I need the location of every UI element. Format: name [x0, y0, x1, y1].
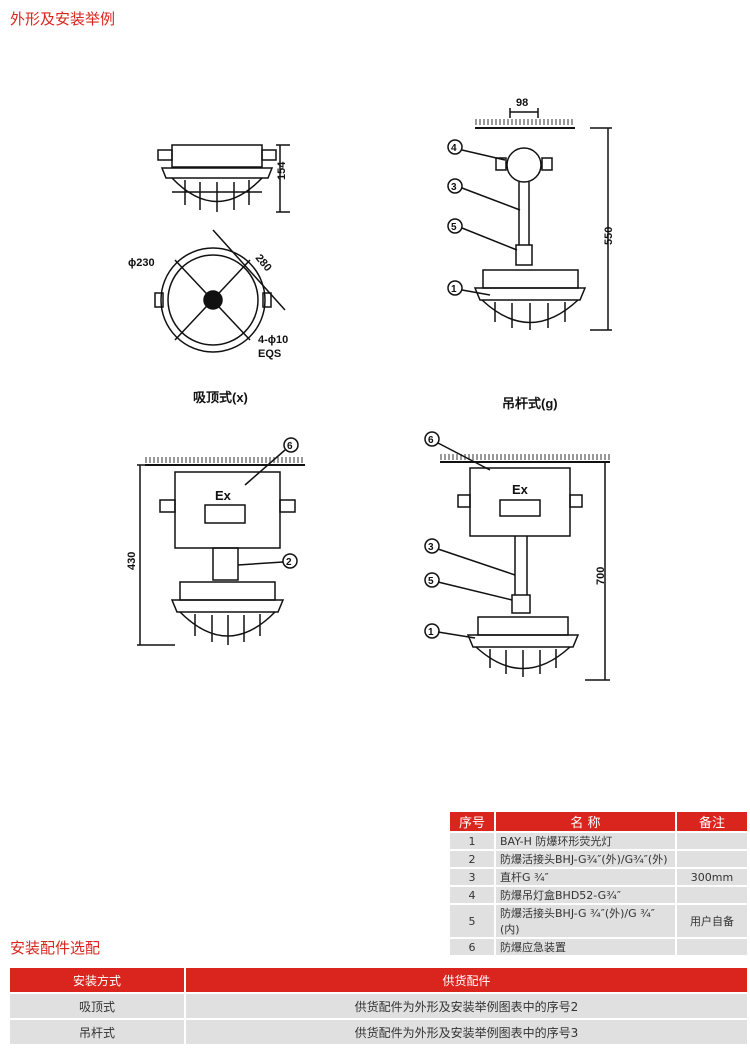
dim-154: 154: [276, 161, 288, 180]
svg-text:4: 4: [451, 143, 457, 154]
svg-text:2: 2: [286, 557, 292, 568]
header-name: 名 称: [496, 812, 675, 831]
dim-phi230: ϕ230: [128, 257, 155, 269]
table-row: 吊杆式供货配件为外形及安装举例图表中的序号3: [10, 1020, 747, 1044]
accessory-table: 安装方式 供货配件 吸顶式供货配件为外形及安装举例图表中的序号2 吊杆式供货配件…: [8, 966, 749, 1046]
rod-pendant-drawing: 98 550 4 3 5 1: [447, 97, 615, 331]
svg-text:6: 6: [287, 441, 293, 452]
svg-text:550: 550: [603, 227, 615, 245]
caption-ceiling-mount: 吸顶式(x): [193, 390, 248, 405]
svg-text:6: 6: [428, 435, 434, 446]
svg-text:Ex: Ex: [215, 488, 232, 503]
svg-text:430: 430: [126, 552, 138, 570]
svg-text:1: 1: [428, 627, 434, 638]
caption-rod-mount: 吊杆式(g): [502, 396, 558, 411]
ceiling-lamp-side-view: 154: [157, 144, 290, 213]
header-no: 序号: [450, 812, 494, 831]
svg-text:Ex: Ex: [512, 482, 529, 497]
eqs-label: EQS: [258, 348, 281, 360]
svg-text:98: 98: [516, 97, 528, 109]
emergency-pendant-drawing: Ex 700 6 3 5 1: [424, 431, 610, 681]
section-title: 安装配件选配: [10, 939, 101, 957]
svg-text:5: 5: [428, 576, 434, 587]
header-parts: 供货配件: [186, 968, 747, 992]
header-note: 备注: [677, 812, 747, 831]
emergency-ceiling-drawing: Ex 430 6 2: [126, 437, 305, 646]
svg-text:700: 700: [595, 567, 607, 585]
header-method: 安装方式: [10, 968, 184, 992]
installation-drawings: 154 ϕ230 280 4-ϕ10 EQS 吸顶式(x) 98 550 4 3…: [126, 97, 615, 681]
svg-text:5: 5: [451, 222, 457, 233]
table-row: 吸顶式供货配件为外形及安装举例图表中的序号2: [10, 994, 747, 1018]
svg-text:3: 3: [428, 542, 434, 553]
svg-text:1: 1: [451, 284, 457, 295]
ceiling-lamp-plan-view: ϕ230 280 4-ϕ10 EQS: [128, 229, 288, 360]
svg-text:3: 3: [451, 182, 457, 193]
dim-4phi10: 4-ϕ10: [258, 334, 288, 346]
page-title: 外形及安装举例: [10, 10, 116, 28]
